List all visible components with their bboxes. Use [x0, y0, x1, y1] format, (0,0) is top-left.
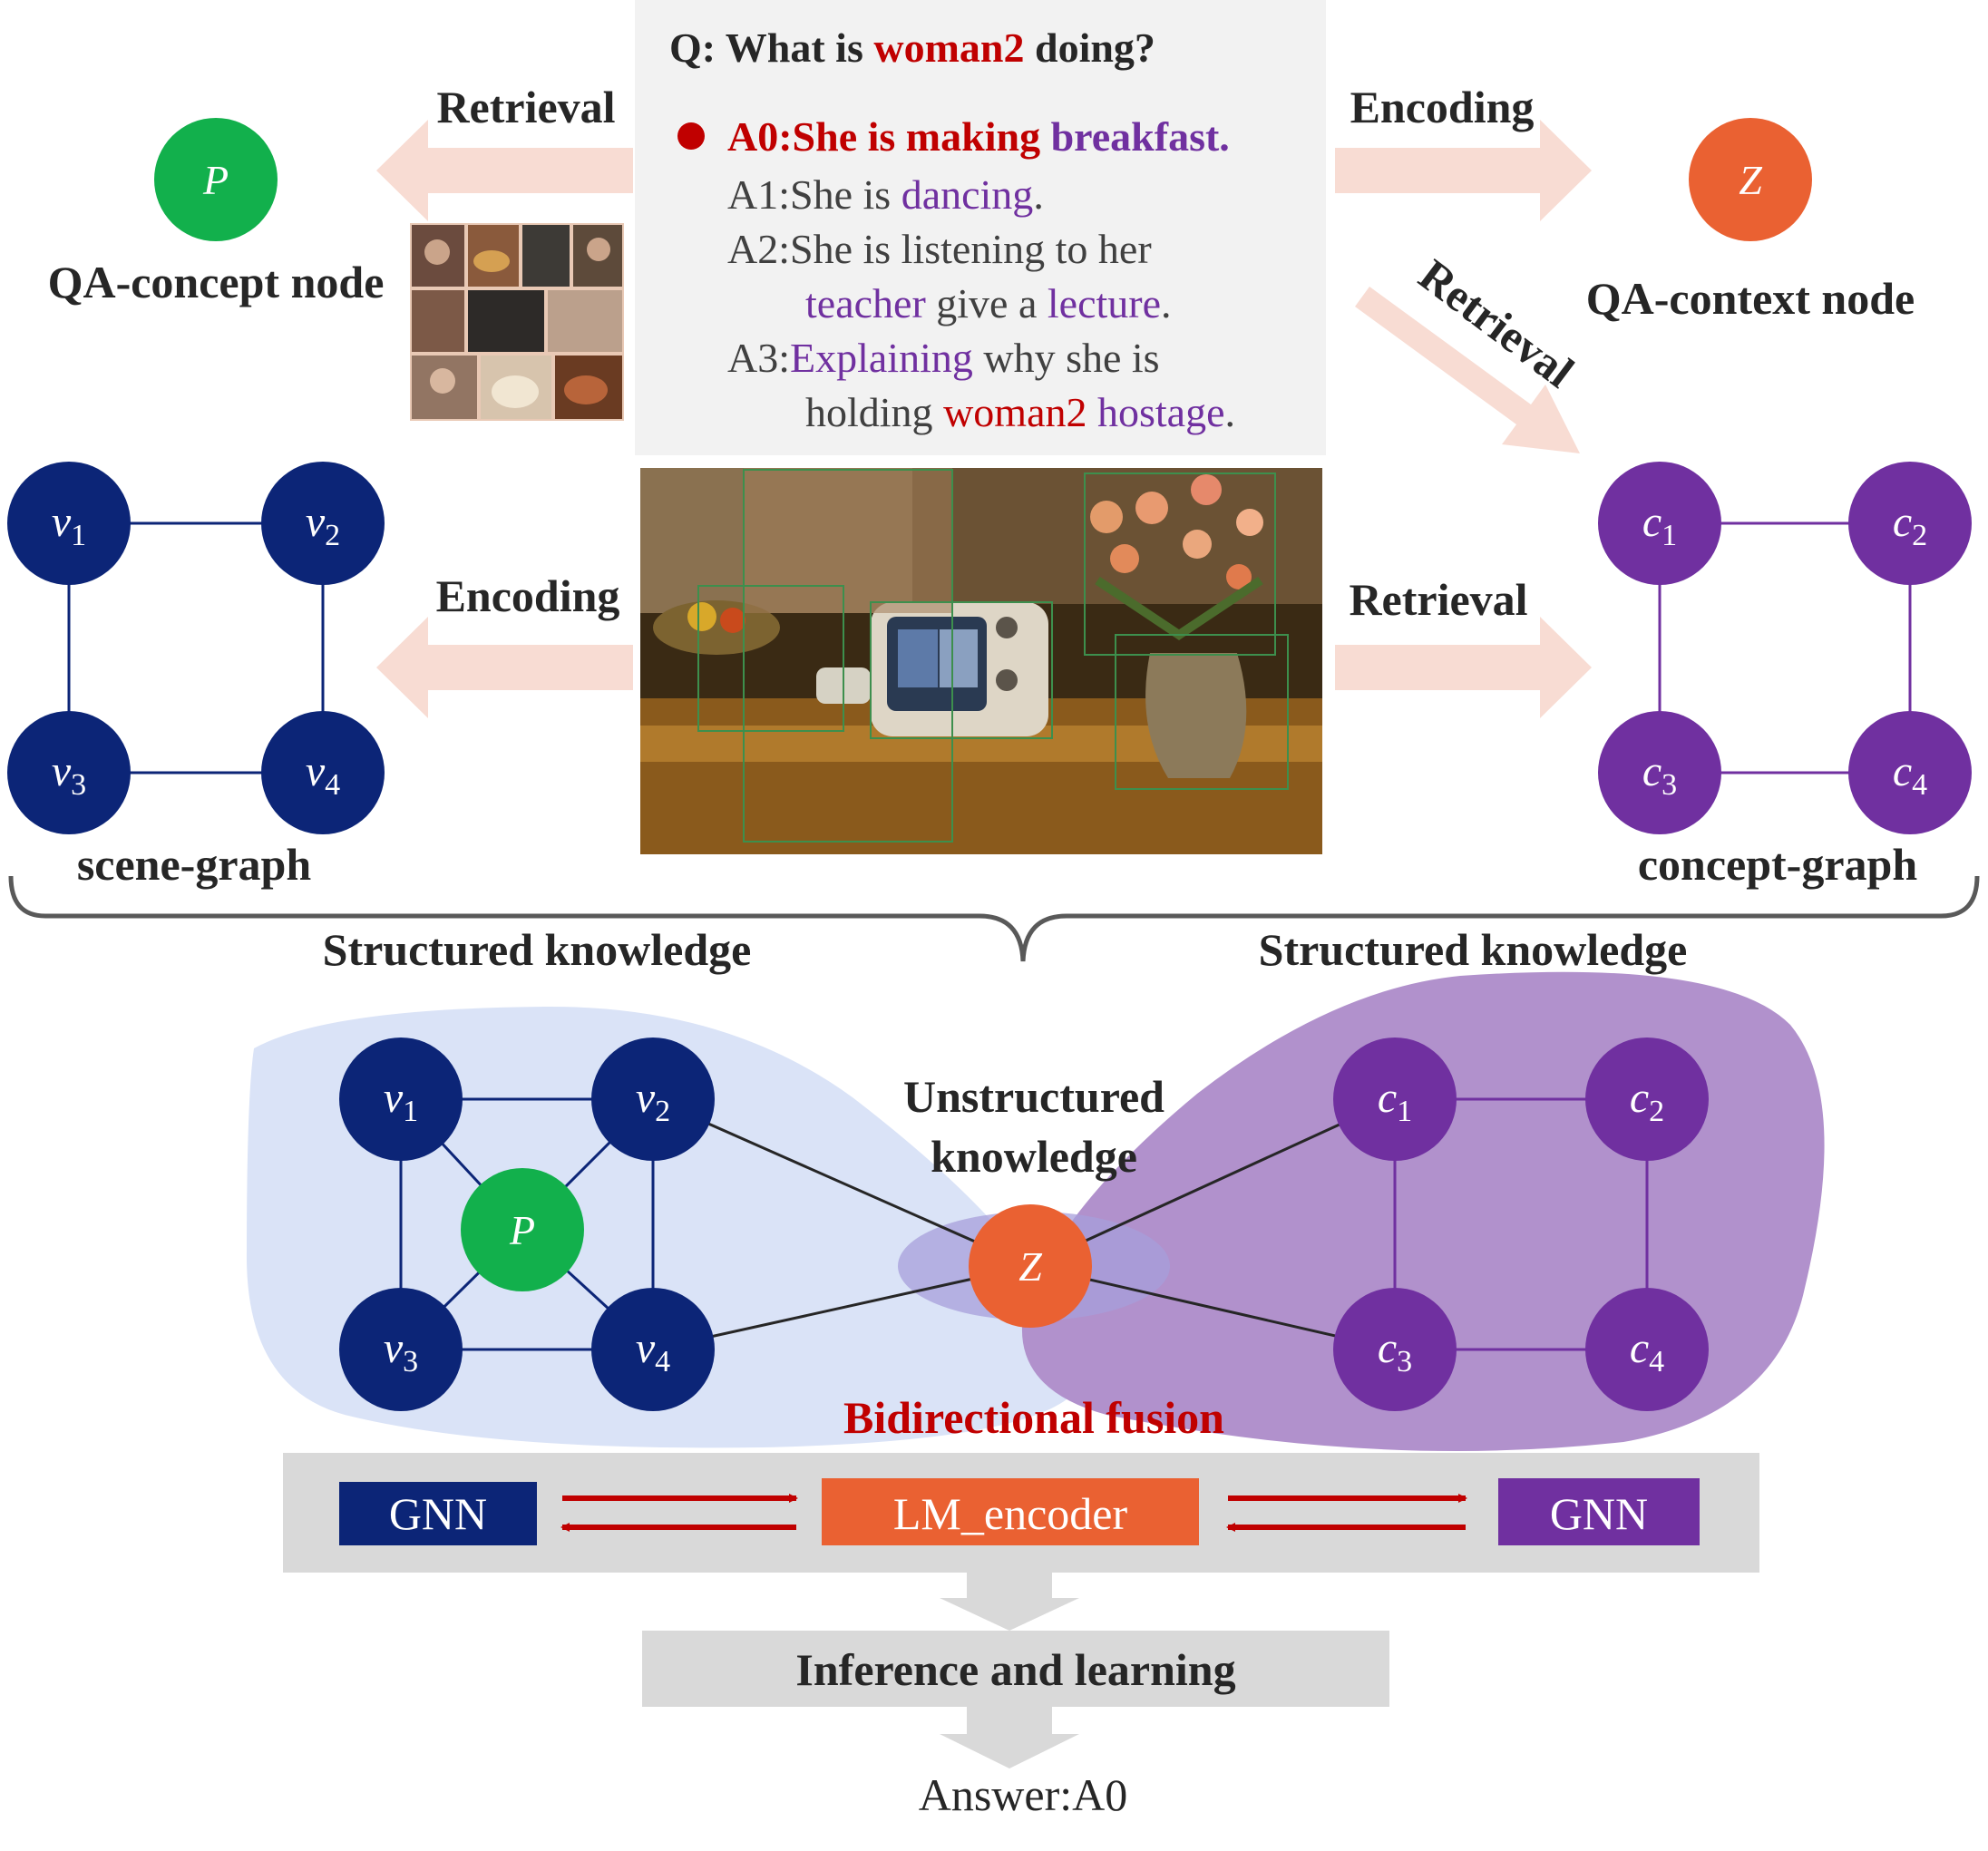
inference-label: Inference and learning	[795, 1644, 1235, 1695]
answer-a2-line2: teacher give a lecture.	[805, 280, 1172, 326]
answer-a3-line2: holding woman2 hostage.	[805, 389, 1235, 435]
answer-a0: A0:She is making breakfast.	[727, 113, 1230, 160]
scene-bottom-v4	[591, 1288, 715, 1411]
concept-bottom-c3	[1333, 1288, 1457, 1411]
lm-encoder-box	[822, 1478, 1199, 1545]
concept-bottom-c1	[1333, 1038, 1457, 1161]
label-retrieval-top-left: Retrieval	[436, 82, 615, 132]
retrieval-arrow-top-left	[376, 120, 633, 221]
label-qa-concept-node: QA-concept node	[48, 257, 385, 307]
bottom-node-z	[969, 1204, 1092, 1328]
label-bidirectional-fusion: Bidirectional fusion	[843, 1392, 1224, 1443]
retrieval-arrow-diagonal	[1355, 287, 1580, 453]
down-arrow-1	[940, 1573, 1079, 1631]
scene-top-v4	[261, 711, 385, 834]
concept-bottom-c3-label: c3	[1378, 1324, 1412, 1379]
answer-label: Answer:A0	[919, 1769, 1128, 1820]
lm-encoder-label: LM_encoder	[893, 1488, 1128, 1539]
label-structured-right: Structured knowledge	[1259, 924, 1688, 975]
concept-top-c1	[1598, 462, 1721, 585]
scene-top-v1-label: v1	[52, 498, 86, 552]
scene-bottom-v4-label: v4	[636, 1324, 670, 1379]
scene-top-v4-label: v4	[306, 747, 340, 802]
concept-top-c4-label: c4	[1893, 747, 1927, 802]
concept-top-c3	[1598, 711, 1721, 834]
label-qa-context-node: QA-context node	[1586, 273, 1915, 324]
concept-bottom-c2-label: c2	[1630, 1074, 1664, 1128]
concept-top-c4	[1848, 711, 1972, 834]
fusion-edges	[652, 1097, 1396, 1351]
label-encoding-top-right: Encoding	[1350, 82, 1535, 132]
qa-concept-node-p	[154, 118, 278, 241]
concept-bottom-c1-label: c1	[1378, 1074, 1412, 1128]
scene-top-v2-label: v2	[306, 498, 340, 552]
gnn-right-label: GNN	[1550, 1488, 1648, 1539]
scene-bottom-v1-label: v1	[384, 1074, 418, 1128]
bottom-node-p-label: P	[509, 1207, 535, 1253]
retrieved-images-collage	[410, 223, 624, 421]
scene-image	[640, 468, 1322, 854]
scene-bottom-v1	[339, 1038, 463, 1161]
scene-top-v2	[261, 462, 385, 585]
label-retrieval-mid-right: Retrieval	[1349, 574, 1527, 625]
label-concept-graph: concept-graph	[1638, 839, 1917, 890]
answer-a3-line1: A3:Explaining why she is	[727, 335, 1160, 381]
label-structured-left: Structured knowledge	[323, 924, 752, 975]
scene-top-v3	[7, 711, 131, 834]
scene-bottom-v2-label: v2	[636, 1074, 670, 1128]
concept-bottom-c4-label: c4	[1630, 1324, 1664, 1379]
label-encoding-mid-left: Encoding	[436, 570, 620, 621]
scene-bottom-v3	[339, 1288, 463, 1411]
encoding-arrow-mid-left	[376, 617, 633, 718]
correct-answer-bullet	[677, 122, 705, 150]
qa-panel	[635, 0, 1326, 455]
qa-context-node-z-label: Z	[1739, 157, 1762, 203]
concept-bottom-c2	[1585, 1038, 1709, 1161]
answer-a1: A1:She is dancing.	[727, 171, 1044, 218]
qa-context-node-z	[1689, 118, 1812, 241]
gnn-left-box	[339, 1482, 537, 1545]
gnn-right-box	[1498, 1478, 1700, 1545]
label-retrieval-diagonal: Retrieval	[1410, 249, 1584, 397]
question-text: Q: What is woman2 doing?	[669, 24, 1155, 71]
qa-concept-node-p-label: P	[202, 157, 229, 203]
encoding-arrow-top-right	[1335, 120, 1592, 221]
gnn-left-label: GNN	[389, 1488, 487, 1539]
label-unstructured-line1: Unstructured	[903, 1071, 1165, 1122]
concept-bottom-c4	[1585, 1288, 1709, 1411]
down-arrow-2	[940, 1707, 1079, 1768]
scene-top-v1	[7, 462, 131, 585]
concept-top-c3-label: c3	[1642, 747, 1677, 802]
concept-top-c2-label: c2	[1893, 498, 1927, 552]
bottom-node-p	[461, 1168, 584, 1291]
retrieval-arrow-mid-right	[1335, 617, 1592, 718]
scene-bottom-v2	[591, 1038, 715, 1161]
inference-box	[642, 1631, 1389, 1707]
label-scene-graph: scene-graph	[77, 839, 311, 890]
concept-top-c1-label: c1	[1642, 498, 1677, 552]
answer-a2-line1: A2:She is listening to her	[727, 226, 1152, 272]
scene-top-v3-label: v3	[52, 747, 86, 802]
bottom-node-z-label: Z	[1018, 1243, 1042, 1290]
scene-bottom-v3-label: v3	[384, 1324, 418, 1379]
concept-top-c2	[1848, 462, 1972, 585]
knowledge-brace	[8, 875, 1980, 962]
label-unstructured-line2: knowledge	[931, 1131, 1137, 1182]
